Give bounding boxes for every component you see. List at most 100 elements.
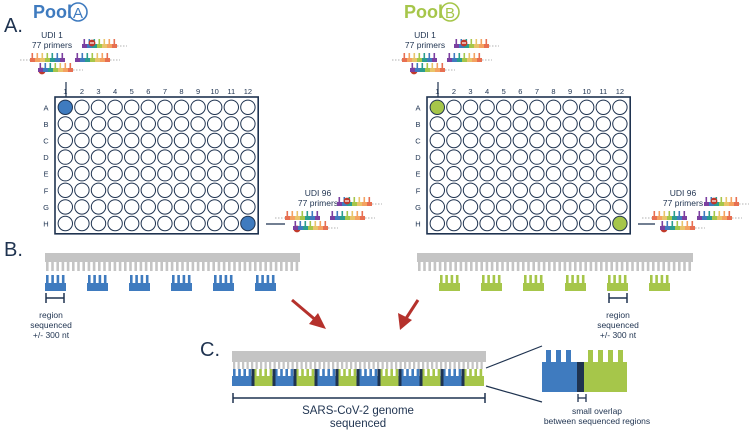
primer-tooth xyxy=(41,53,44,58)
pool-a-genome-strand-tooth xyxy=(129,262,132,271)
primer-segment xyxy=(662,216,667,220)
pool-b-well xyxy=(595,166,611,182)
primer-tooth xyxy=(411,63,414,68)
region-left-line2: sequenced xyxy=(30,320,72,330)
primer-segment xyxy=(293,226,298,230)
combined-amplicon-tooth xyxy=(280,369,283,376)
pool-b-genome-strand-tooth xyxy=(438,262,442,271)
pool-b-well xyxy=(462,199,479,215)
combined-amplicon-tooth xyxy=(364,369,367,376)
pool-a-well xyxy=(90,132,107,149)
combined-genome-strand-tooth xyxy=(453,362,456,369)
combined-amplicon-tooth xyxy=(243,369,246,376)
primer-tooth xyxy=(54,63,57,68)
pool-b-well xyxy=(562,215,578,232)
pool-b-genome-strand-tooth xyxy=(542,262,546,271)
primer-segment xyxy=(68,68,73,72)
primer-segment xyxy=(92,44,97,48)
pool-a-amplicon-tooth xyxy=(256,275,259,283)
primer-tooth xyxy=(681,221,684,226)
primer-segment xyxy=(717,216,722,220)
primer-segment xyxy=(704,202,709,206)
pool-b-genome-strand-tooth xyxy=(626,262,629,271)
combined-amplicon-tooth xyxy=(479,369,483,376)
primer-segment xyxy=(43,68,48,72)
pool-a-genome-strand-tooth xyxy=(254,262,257,271)
primer-segment xyxy=(435,68,440,72)
pool-a-genome-strand-tooth xyxy=(51,262,54,271)
pool-b-well xyxy=(446,132,462,149)
combined-genome-strand-tooth xyxy=(440,362,443,369)
pool-a-well xyxy=(173,215,190,232)
overlap-marker xyxy=(251,369,255,386)
primer-tooth xyxy=(309,221,312,226)
combined-amplicon-tooth xyxy=(264,369,267,376)
overlap-marker xyxy=(377,369,381,386)
overlap-marker xyxy=(356,369,360,386)
primer-tooth xyxy=(286,211,289,216)
pool-b-well xyxy=(462,149,479,165)
pool-b-well xyxy=(512,116,528,132)
combined-genome-strand-tooth xyxy=(372,362,375,369)
primer-segment xyxy=(707,216,712,220)
combined-genome-strand-tooth xyxy=(246,362,249,369)
primer-tooth xyxy=(306,211,309,216)
pool-a-genome-strand-tooth xyxy=(295,262,299,271)
primer-tooth xyxy=(428,53,431,58)
pool-b-well xyxy=(479,199,495,215)
pool-b-genome-strand-tooth xyxy=(605,262,608,271)
pool-b-genome-strand-tooth xyxy=(574,262,577,271)
pool-a-well xyxy=(140,116,157,132)
primer-tooth xyxy=(86,53,89,58)
primer-tooth xyxy=(324,221,327,226)
pool-a-well xyxy=(240,132,256,149)
primer-tooth xyxy=(31,53,34,58)
pool-a-well xyxy=(124,116,140,132)
combined-amplicon-tooth xyxy=(474,369,477,376)
pool-b-well xyxy=(446,116,462,132)
pool-a-amplicon-tooth xyxy=(172,275,175,283)
pool-a-word: Pool xyxy=(33,2,72,22)
primer-segment xyxy=(350,216,355,220)
region-right-line1: region xyxy=(606,310,630,320)
pool-b-well xyxy=(545,166,562,182)
pool-a-plate-frame xyxy=(54,96,259,235)
pool-b-genome-strand-tooth xyxy=(522,262,525,271)
combined-amplicon xyxy=(316,376,337,386)
combined-amplicon-tooth xyxy=(458,369,462,376)
combined-genome-strand-tooth xyxy=(332,362,335,369)
primer-tooth xyxy=(661,221,664,226)
pool-b-udi96-primer-cluster xyxy=(642,197,749,233)
pool-b-genome-strand-tooth xyxy=(620,262,624,271)
pool-b-well xyxy=(446,99,462,116)
combined-amplicon xyxy=(463,376,484,386)
pool-a-well xyxy=(124,182,140,199)
pool-b-row-label: G xyxy=(415,203,421,212)
pool-b-genome-strand-tooth xyxy=(496,262,499,271)
primer-segment xyxy=(440,68,445,72)
primer-tooth xyxy=(453,53,456,58)
pool-b-genome-strand-tooth xyxy=(418,262,421,271)
pool-a-well xyxy=(207,166,223,182)
pool-b-well xyxy=(462,116,479,132)
pool-a-well xyxy=(107,182,123,199)
pool-b-well xyxy=(595,199,611,215)
pool-a-genome-strand-tooth xyxy=(150,262,153,271)
combined-genome-strand-tooth xyxy=(471,362,474,369)
pool-a-well xyxy=(124,99,140,116)
pool-b-amplicon-tooth xyxy=(482,275,485,283)
pool-b-genome-strand-tooth xyxy=(683,262,686,271)
pool-a-well xyxy=(107,132,123,149)
combined-genome-strand-tooth xyxy=(354,362,357,369)
primer-tooth xyxy=(91,53,94,58)
primer-tooth xyxy=(663,211,666,216)
primer-segment xyxy=(712,216,717,220)
primer-tooth xyxy=(301,211,304,216)
pool-a-amplicon-tooth xyxy=(214,275,217,283)
primer-segment xyxy=(85,58,90,62)
combined-genome-strand-tooth xyxy=(480,362,483,369)
pool-b-word: Pool xyxy=(404,2,443,22)
pool-b-genome-strand-tooth xyxy=(444,262,447,271)
pool-b-amplicon-tooth xyxy=(492,275,496,283)
